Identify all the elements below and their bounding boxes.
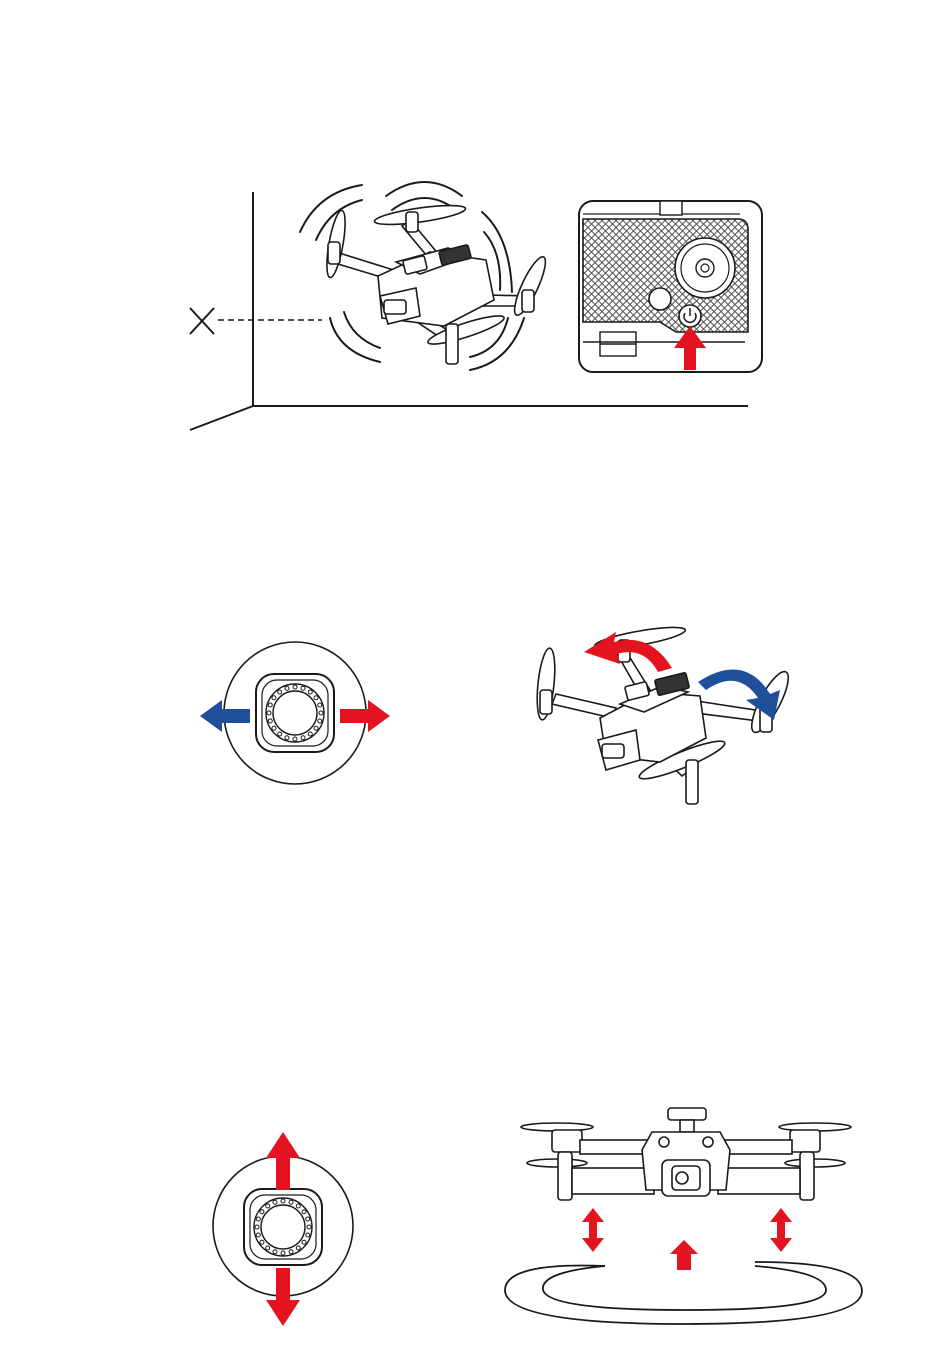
figure-altitude-svg bbox=[0, 1100, 950, 1357]
drone-front-view bbox=[521, 1108, 851, 1200]
drone-vibrating bbox=[323, 202, 551, 364]
joystick-up-down bbox=[213, 1132, 353, 1326]
figure-altitude bbox=[0, 1100, 950, 1357]
joystick-left-right bbox=[200, 642, 390, 784]
updown-arrow-left bbox=[582, 1208, 604, 1252]
x-mark-icon bbox=[190, 308, 214, 334]
remote-power-button bbox=[579, 201, 762, 372]
figure-startup-svg bbox=[0, 0, 950, 460]
ground-ellipse bbox=[505, 1262, 862, 1324]
figure-startup bbox=[0, 0, 950, 460]
figure-yaw-svg bbox=[0, 610, 950, 820]
power-icon bbox=[679, 305, 701, 327]
drone-rotating bbox=[534, 623, 795, 804]
updown-arrow-right bbox=[770, 1208, 792, 1252]
figure-yaw bbox=[0, 610, 950, 820]
up-arrow-center bbox=[670, 1240, 698, 1270]
